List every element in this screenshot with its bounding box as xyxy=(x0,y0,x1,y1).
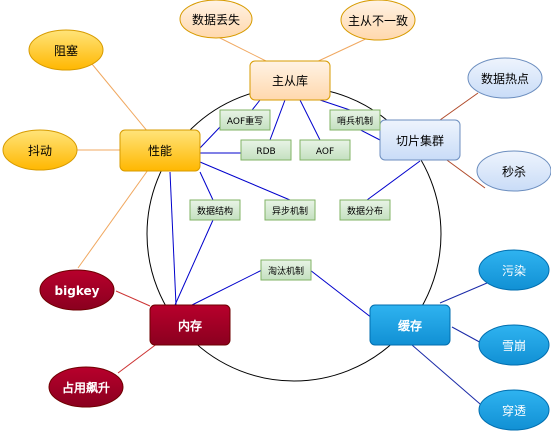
memory-spike-label: 占用飙升 xyxy=(62,380,110,395)
mechanism-eviction[interactable]: 淘汰机制 xyxy=(260,259,312,281)
blocking-label: 阻塞 xyxy=(54,43,78,58)
outer-node-hot-data[interactable]: 数据热点 xyxy=(467,57,543,99)
eviction-label: 淘汰机制 xyxy=(268,265,304,277)
mechanism-rdb[interactable]: RDB xyxy=(240,139,292,161)
pollution-label: 污染 xyxy=(502,263,526,278)
connector-line xyxy=(411,344,488,411)
async-label: 异步机制 xyxy=(272,205,308,217)
mechanism-sentinel[interactable]: 哨兵机制 xyxy=(329,109,381,131)
mechanism-aof[interactable]: AOF xyxy=(299,139,351,161)
mechanism-aof-rewrite[interactable]: AOF重写 xyxy=(219,109,271,131)
connector-line xyxy=(269,99,286,141)
connector-line xyxy=(439,282,488,304)
data-structure-label: 数据结构 xyxy=(197,205,233,217)
aof-rewrite-label: AOF重写 xyxy=(227,115,263,127)
connector-line xyxy=(169,171,177,306)
outer-node-flash-sale[interactable]: 秒杀 xyxy=(476,150,551,192)
outer-node-data-loss[interactable]: 数据丢失 xyxy=(179,0,253,39)
data-distribution-label: 数据分布 xyxy=(347,205,383,217)
aof-label: AOF xyxy=(316,147,334,157)
outer-node-inconsistency[interactable]: 主从不一致 xyxy=(340,0,416,41)
node-cache[interactable]: 缓存 xyxy=(369,304,451,346)
connector-line xyxy=(115,290,151,307)
connector-line xyxy=(189,269,263,307)
outer-node-jitter[interactable]: 抖动 xyxy=(2,129,78,171)
connector-line xyxy=(299,99,321,141)
connector-line xyxy=(319,99,351,111)
hot-data-label: 数据热点 xyxy=(481,71,529,86)
node-sharding[interactable]: 切片集群 xyxy=(379,119,461,161)
data-loss-label: 数据丢失 xyxy=(192,12,240,27)
node-master-slave[interactable]: 主从库 xyxy=(249,60,331,101)
bigkey-label: bigkey xyxy=(55,284,100,298)
node-performance[interactable]: 性能 xyxy=(119,129,201,172)
outer-node-bigkey[interactable]: bigkey xyxy=(39,269,115,311)
outer-node-penetration[interactable]: 穿透 xyxy=(478,389,550,431)
connector-line xyxy=(311,35,373,65)
outer-node-blocking[interactable]: 阻塞 xyxy=(28,29,104,71)
master-slave-label: 主从库 xyxy=(272,73,308,88)
flash-sale-label: 秒杀 xyxy=(502,164,526,179)
sentinel-label: 哨兵机制 xyxy=(337,115,373,127)
performance-label: 性能 xyxy=(148,144,172,158)
connector-line xyxy=(117,342,159,374)
outer-node-memory-spike[interactable]: 占用飙升 xyxy=(48,366,124,408)
mechanism-data-structure[interactable]: 数据结构 xyxy=(189,199,241,221)
connector-line xyxy=(174,219,214,306)
avalanche-label: 雪崩 xyxy=(502,339,526,353)
connector-line xyxy=(366,160,421,201)
mechanism-data-distribution[interactable]: 数据分布 xyxy=(339,199,391,221)
mechanism-async[interactable]: 异步机制 xyxy=(264,199,316,221)
inconsistency-label: 主从不一致 xyxy=(348,14,408,28)
outer-node-avalanche[interactable]: 雪崩 xyxy=(478,324,550,366)
cache-label: 缓存 xyxy=(398,318,422,333)
rdb-label: RDB xyxy=(256,147,275,157)
connector-line xyxy=(199,161,291,201)
node-memory[interactable]: 内存 xyxy=(149,304,231,346)
jitter-label: 抖动 xyxy=(28,144,52,158)
connector-line xyxy=(91,63,149,133)
connector-line xyxy=(309,269,373,319)
penetration-label: 穿透 xyxy=(502,403,526,418)
outer-node-pollution[interactable]: 污染 xyxy=(478,249,550,291)
connector-line xyxy=(199,126,221,149)
connector-line xyxy=(439,92,479,121)
memory-label: 内存 xyxy=(178,318,202,333)
connector-line xyxy=(199,171,214,201)
connector-line xyxy=(215,35,273,65)
sharding-label: 切片集群 xyxy=(396,133,444,148)
connector-line xyxy=(77,169,149,269)
